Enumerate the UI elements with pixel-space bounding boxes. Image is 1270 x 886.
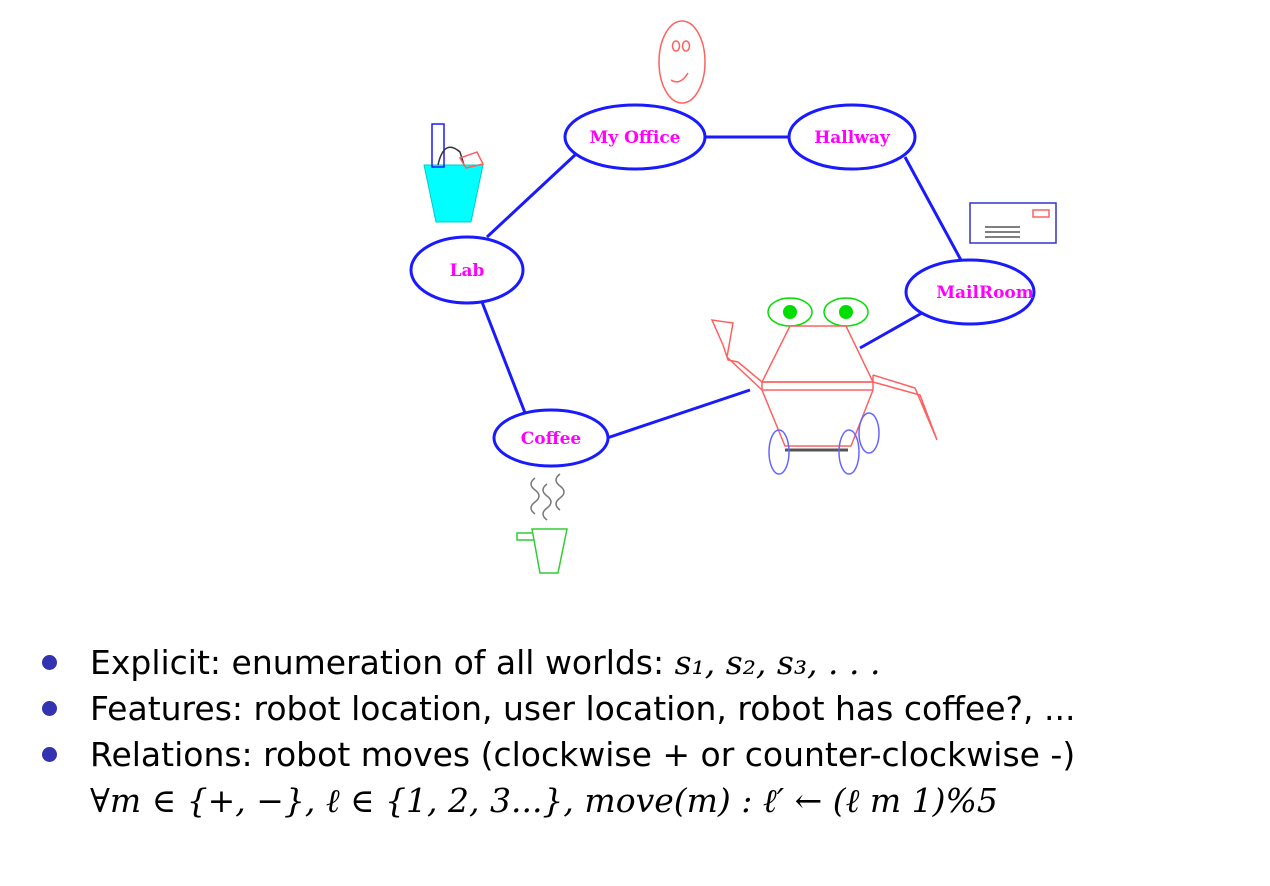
edge-lab-coffee: [480, 301, 529, 419]
node-label-lab: Lab: [450, 261, 485, 281]
bullet-dot: [42, 747, 57, 762]
edge-myoffice-lab: [485, 153, 577, 239]
node-label-coffee: Coffee: [521, 429, 582, 449]
node-label-my-office: My Office: [589, 128, 680, 148]
lab-cup-icon: [423, 123, 485, 223]
edge-hallway-mailroom: [903, 156, 964, 263]
world-map-diagram: My Office Hallway Lab MailRoom Coffee: [409, 20, 1057, 574]
bullet-dot: [42, 655, 57, 670]
node-mailroom[interactable]: MailRoom: [904, 258, 1036, 326]
node-label-mailroom: MailRoom: [936, 283, 1034, 303]
node-hallway[interactable]: Hallway: [787, 103, 917, 171]
node-coffee[interactable]: Coffee: [492, 408, 610, 468]
bullet-features-text: Features: robot location, user location,…: [90, 689, 1076, 728]
bullet-relations-text: Relations: robot moves (clockwise + or c…: [90, 735, 1076, 774]
bullet-list: Explicit: enumeration of all worlds: s₁,…: [40, 640, 1260, 824]
edge-coffee-robot: [606, 388, 751, 440]
user-face-icon: [658, 20, 706, 104]
bullet-explicit-text: Explicit: enumeration of all worlds:: [90, 643, 675, 682]
node-my-office[interactable]: My Office: [563, 103, 707, 171]
edge-robot-mailroom: [859, 311, 923, 350]
bullet-features: Features: robot location, user location,…: [40, 686, 1260, 732]
relations-formula: ∀m ∈ {+, −}, ℓ ∈ {1, 2, 3...}, move(m) :…: [90, 781, 998, 820]
node-label-hallway: Hallway: [814, 128, 891, 148]
bullet-explicit: Explicit: enumeration of all worlds: s₁,…: [40, 640, 1260, 686]
bullet-explicit-math: s₁, s₂, s₃, . . .: [674, 643, 881, 682]
bullet-relations: Relations: robot moves (clockwise + or c…: [40, 732, 1260, 824]
coffee-cup-icon: [516, 528, 568, 574]
node-lab[interactable]: Lab: [409, 235, 525, 305]
robot-icon[interactable]: [710, 297, 938, 475]
bullet-dot: [42, 701, 57, 716]
steam-icon: [530, 473, 565, 521]
mail-envelope-icon: [969, 202, 1057, 244]
